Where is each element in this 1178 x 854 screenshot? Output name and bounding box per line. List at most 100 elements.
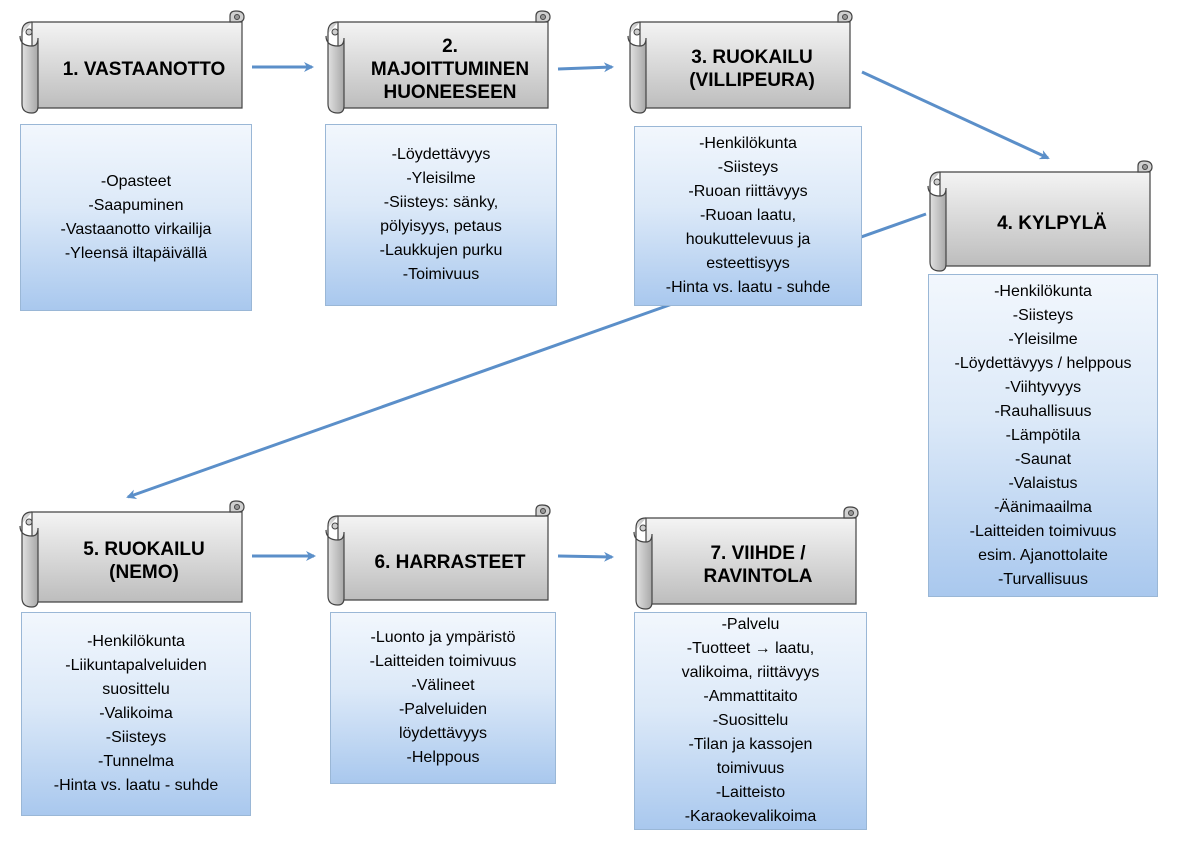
stage-1-title: 1. VASTAANOTTO xyxy=(62,58,226,80)
stage-7-header: 7. VIIHDE / RAVINTOLA xyxy=(632,506,868,610)
scroll-curl-dot xyxy=(234,504,240,510)
detail-item: -Rauhallisuus xyxy=(994,402,1092,420)
detail-item: suosittelu xyxy=(102,681,170,698)
detail-item: -Helppous xyxy=(406,749,480,766)
scroll-shape xyxy=(633,506,859,610)
detail-item: -Löydettävyys / helppous xyxy=(954,354,1132,372)
stage-7-title: 7. VIIHDE / RAVINTOLA xyxy=(703,543,813,587)
stage-4-header: 4. KYLPYLÄ xyxy=(926,160,1162,272)
detail-item: -Laitteisto xyxy=(715,784,786,801)
stage-2-details: -Löydettävyys-Yleisilme-Siisteys: sänky,… xyxy=(325,124,557,306)
scroll-shape xyxy=(19,500,245,608)
detail-item: -Liikuntapalveluiden xyxy=(65,657,207,674)
detail-item: houkuttelevuus ja xyxy=(685,231,811,248)
scroll-curl-dot xyxy=(842,14,848,20)
scroll-curl-dot xyxy=(848,510,854,516)
detail-item: -Laukkujen purku xyxy=(379,242,503,259)
scroll-left-roll xyxy=(627,21,647,114)
detail-item: -Siisteys xyxy=(105,729,167,746)
detail-item: löydettävyys xyxy=(398,725,488,742)
scroll-roll-dot xyxy=(25,28,33,36)
stage-2-title: 2. MAJOITTUMINEN HUONEESEEN xyxy=(370,35,530,103)
detail-item: -Laitteiden toimivuus xyxy=(969,522,1117,540)
scroll-left-roll xyxy=(19,21,39,114)
scroll-shape xyxy=(325,10,551,114)
stage-3-title: 3. RUOKAILU (VILLIPEURA) xyxy=(689,47,815,91)
scroll-left-roll xyxy=(325,21,345,114)
scroll-left-roll xyxy=(19,511,39,608)
detail-item: -Välineet xyxy=(411,677,475,694)
detail-item: -Ammattitaito xyxy=(703,688,798,705)
detail-item: -Opasteet xyxy=(100,172,172,190)
scroll-roll-dot xyxy=(639,524,647,532)
stage-4-details: -Henkilökunta -Siisteys -Yleisilme -Löydett… xyxy=(928,274,1158,597)
detail-item: -Valikoima xyxy=(99,705,173,722)
detail-item: -Valaistus xyxy=(1008,474,1078,492)
detail-item: -Henkilökunta xyxy=(87,633,185,650)
detail-item: -Toimivuus xyxy=(402,266,480,283)
scroll-roll-dot xyxy=(331,522,339,530)
stage-7-details: -Palvelu -Tuotteet → laatu, valikoima, rii… xyxy=(634,612,867,830)
detail-item: -Äänimaailma xyxy=(994,498,1092,516)
scroll-left-roll xyxy=(633,517,653,610)
detail-item: -Lämpötila xyxy=(1005,426,1081,444)
scroll-left-roll xyxy=(927,171,947,272)
detail-item: -Siisteys xyxy=(1012,306,1074,324)
detail-item: -Tunnelma xyxy=(98,753,174,770)
arrow-2-to-3 xyxy=(557,62,614,73)
detail-item: esteettisyys xyxy=(706,255,790,272)
scroll-curl-dot xyxy=(540,14,546,20)
detail-item: -Hinta vs. laatu - suhde xyxy=(665,279,831,296)
detail-item: -Turvallisuus xyxy=(997,570,1089,588)
stage-6-header: 6. HARRASTEET xyxy=(324,504,560,606)
stage-5-header: 5. RUOKAILU (NEMO) xyxy=(18,500,254,608)
stage-5-details: -Henkilökunta -Liikuntapalveluiden suositt… xyxy=(21,612,251,816)
detail-item: -Hinta vs. laatu - suhde xyxy=(53,777,219,794)
stage-1-header: 1. VASTAANOTTO xyxy=(18,10,254,114)
stage-3-details: -Henkilökunta-Siisteys-Ruoan riittävyys-… xyxy=(634,126,862,306)
scroll-roll-dot xyxy=(331,28,339,36)
detail-item: -Saunat xyxy=(1014,450,1072,468)
detail-item: -Tuotteet → laatu, xyxy=(686,640,815,657)
detail-item: toimivuus xyxy=(716,760,785,777)
detail-item: -Henkilökunta xyxy=(699,135,797,152)
detail-item: -Saapuminen xyxy=(88,196,184,214)
detail-item: -Laitteiden toimivuus xyxy=(369,653,517,670)
scroll-shape xyxy=(627,10,853,114)
detail-item: -Suosittelu xyxy=(712,712,789,729)
scroll-shape xyxy=(927,160,1153,272)
stage-6-details: -Luonto ja ympäristö -Laitteiden toimivuu… xyxy=(330,612,556,784)
scroll-left-roll xyxy=(325,515,345,606)
detail-item: -Palvelu xyxy=(721,616,780,633)
detail-item: -Luonto ja ympäristö xyxy=(370,629,516,646)
detail-item: -Siisteys: sänky, xyxy=(383,194,499,211)
stage-4-title: 4. KYLPYLÄ xyxy=(997,212,1107,234)
detail-item: -Löydettävyys xyxy=(391,146,491,163)
arrow-6-to-7 xyxy=(557,551,614,562)
stage-3-header: 3. RUOKAILU (VILLIPEURA) xyxy=(626,10,862,114)
scroll-curl-dot xyxy=(234,14,240,20)
scroll-shape xyxy=(325,504,551,606)
stage-2-header: 2. MAJOITTUMINEN HUONEESEEN xyxy=(324,10,560,114)
detail-item: -Viihtyvyys xyxy=(1004,378,1082,396)
arrow-3-to-4 xyxy=(861,70,1050,160)
detail-item: -Vastaanotto virkailija xyxy=(60,220,212,238)
detail-item: valikoima, riittävyys xyxy=(681,664,820,681)
detail-item: -Siisteys xyxy=(717,159,779,176)
detail-item: -Yleensä iltapäivällä xyxy=(64,244,208,262)
detail-item: -Tilan ja kassojen xyxy=(688,736,813,753)
detail-item: esim. Ajanottolaite xyxy=(978,546,1108,564)
scroll-roll-dot xyxy=(933,178,941,186)
scroll-roll-dot xyxy=(25,518,33,526)
detail-item: -Karaokevalikoima xyxy=(684,808,817,825)
detail-item: -Palveluiden xyxy=(398,701,488,718)
stage-6-title: 6. HARRASTEET xyxy=(374,551,526,573)
stage-1-details: -Opasteet -Saapuminen -Vastaanotto virkail… xyxy=(20,124,252,311)
detail-item: pölyisyys, petaus xyxy=(380,218,502,235)
detail-item: -Henkilökunta xyxy=(994,282,1092,300)
detail-item: -Ruoan laatu, xyxy=(699,207,797,224)
detail-item: -Yleisilme xyxy=(1008,330,1078,348)
scroll-curl-dot xyxy=(1142,164,1148,170)
scroll-curl-dot xyxy=(540,508,546,514)
scroll-roll-dot xyxy=(633,28,641,36)
